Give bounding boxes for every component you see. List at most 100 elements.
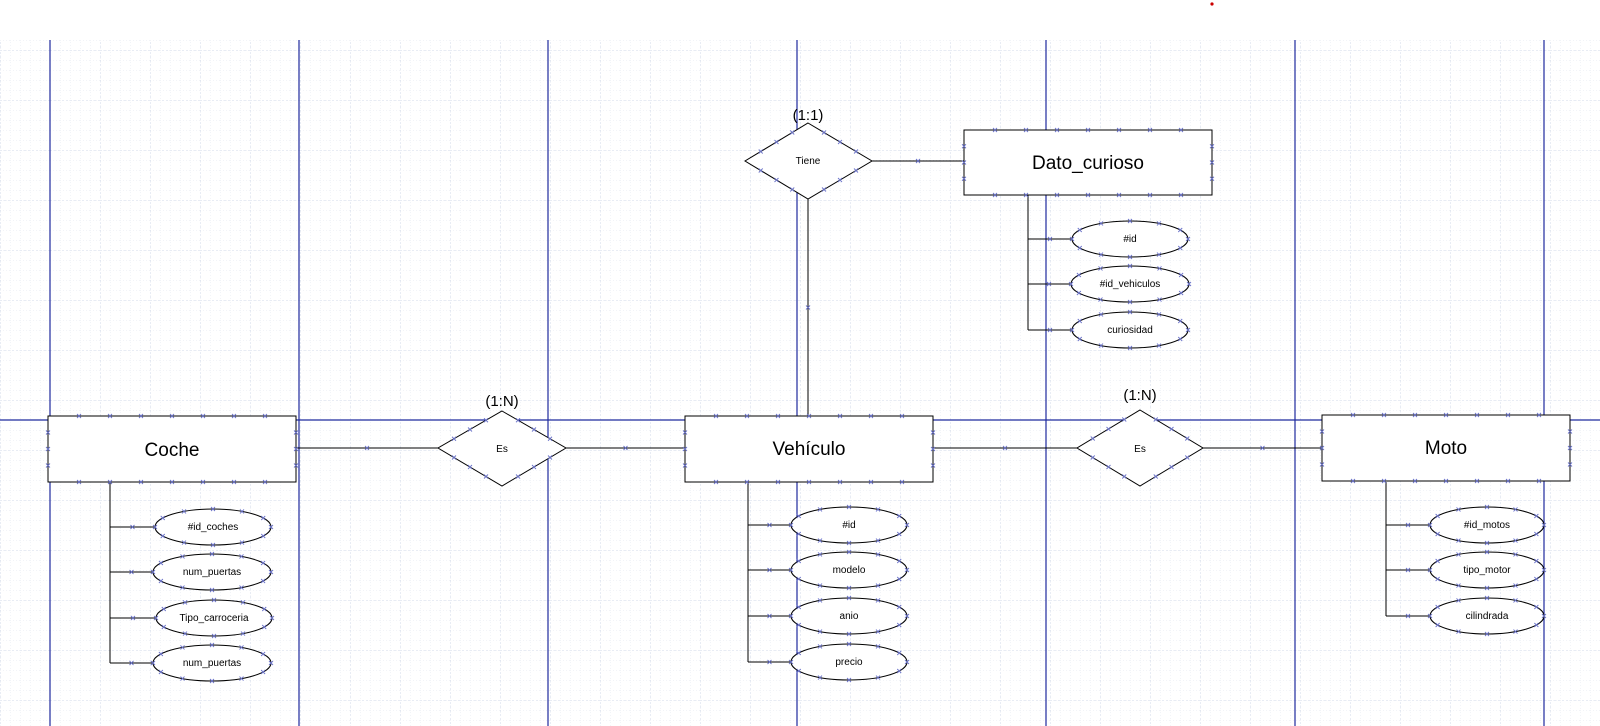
handle-mark (483, 474, 489, 479)
entity-moto[interactable]: Moto (1321, 414, 1571, 482)
handle-mark (868, 413, 874, 419)
handle-mark (846, 631, 852, 637)
handle-mark (837, 139, 843, 145)
attribute-vehiculo-anio-label: anio (840, 611, 859, 622)
handle-mark (846, 677, 852, 683)
attribute-dato-curioso-curiosidad[interactable]: curiosidad (1071, 311, 1189, 349)
handle-mark (1209, 143, 1215, 149)
handle-mark (1567, 462, 1573, 467)
handle-mark (180, 645, 185, 650)
attribute-dato-curioso-id-label: #id (1123, 234, 1136, 245)
handle-mark (758, 149, 764, 154)
handle-mark (240, 631, 246, 636)
attribute-moto-tipo-motor[interactable]: tipo_motor (1429, 551, 1545, 589)
attribute-coche-num-puertas-2[interactable]: num_puertas (152, 644, 272, 682)
handle-mark (158, 560, 164, 566)
handle-mark (107, 413, 113, 419)
handle-mark (899, 479, 905, 485)
attribute-vehiculo-precio[interactable]: precio (790, 643, 908, 681)
handle-mark (547, 455, 553, 460)
attribute-moto-cilindrada-label: cilindrada (1466, 611, 1509, 622)
attribute-dato-curioso-id[interactable]: #id (1071, 220, 1189, 258)
handle-mark (1069, 236, 1075, 242)
handle-mark (261, 606, 267, 612)
attribute-coche-id[interactable]: #id_coches (154, 508, 272, 546)
handle-mark (796, 531, 802, 537)
entity-coche[interactable]: Coche (47, 415, 297, 483)
handle-mark (1106, 464, 1111, 470)
handle-mark (129, 569, 134, 575)
handle-mark (915, 158, 921, 164)
handle-mark (1178, 192, 1184, 198)
handle-mark (209, 678, 215, 684)
handle-mark (1456, 598, 1461, 603)
handle-mark (930, 446, 936, 452)
handle-mark (837, 479, 843, 485)
handle-mark (817, 552, 823, 557)
attribute-vehiculo-modelo[interactable]: modelo (790, 551, 908, 589)
handle-mark (268, 660, 274, 666)
handle-mark (821, 130, 827, 135)
handle-mark (451, 455, 457, 460)
handle-mark (817, 675, 823, 680)
handle-mark (1534, 622, 1539, 628)
handle-mark (260, 578, 266, 584)
handle-mark (805, 305, 811, 310)
handle-mark (210, 506, 216, 512)
handle-mark (239, 585, 244, 590)
attribute-vehiculo-anio[interactable]: anio (790, 597, 908, 635)
handle-mark (107, 479, 113, 485)
handle-mark (200, 413, 206, 419)
handle-mark (896, 650, 902, 656)
cardinality-es-left: (1:N) (485, 393, 518, 410)
attribute-coche-num-puertas-2-label: num_puertas (183, 658, 241, 669)
handle-mark (1484, 504, 1490, 510)
handle-mark (853, 149, 859, 154)
handle-mark (1047, 236, 1053, 242)
handle-mark (1405, 567, 1411, 573)
handle-mark (1513, 538, 1518, 543)
entity-dato-curioso[interactable]: Dato_curioso (963, 129, 1213, 196)
handle-mark (1047, 327, 1053, 333)
handle-mark (1127, 345, 1133, 351)
handle-mark (1484, 549, 1490, 555)
handle-mark (837, 177, 843, 183)
handle-mark (209, 642, 215, 648)
handle-mark (1513, 583, 1518, 588)
handle-mark (1456, 538, 1461, 543)
entity-vehiculo[interactable]: Vehículo (684, 415, 934, 483)
attribute-coche-num-puertas[interactable]: num_puertas (152, 553, 272, 591)
attribute-moto-id[interactable]: #id_motos (1429, 506, 1545, 544)
handle-mark (1085, 127, 1091, 133)
handle-mark (1178, 290, 1184, 296)
handle-mark (182, 600, 188, 605)
handle-mark (744, 479, 750, 485)
handle-mark (767, 613, 772, 619)
handle-mark (1156, 343, 1162, 348)
handle-mark (1484, 585, 1490, 591)
handle-mark (1456, 552, 1461, 557)
handle-mark (181, 509, 187, 514)
attribute-dato-curioso-id-vehiculos-label: #id_vehiculos (1100, 279, 1161, 290)
handle-mark (1536, 478, 1542, 484)
handle-mark (1077, 245, 1083, 251)
attribute-moto-cilindrada[interactable]: cilindrada (1429, 597, 1545, 635)
attribute-vehiculo-id[interactable]: #id (790, 506, 908, 544)
handle-mark (623, 445, 628, 451)
handle-mark (875, 644, 881, 649)
attribute-dato-curioso-id-vehiculos[interactable]: #id_vehiculos (1070, 265, 1190, 303)
handle-mark (1127, 299, 1133, 305)
handle-mark (169, 413, 175, 419)
handle-mark (1443, 478, 1449, 484)
handle-mark (1541, 522, 1547, 528)
handle-mark (1567, 445, 1573, 451)
attribute-coche-tipo-carroceria[interactable]: Tipo_carroceria (155, 599, 273, 637)
handle-mark (180, 676, 185, 681)
handle-mark (1381, 412, 1387, 418)
handle-mark (1023, 192, 1029, 198)
handle-mark (774, 177, 779, 183)
handle-mark (846, 540, 852, 546)
handle-mark (76, 479, 82, 485)
handle-mark (796, 576, 802, 582)
